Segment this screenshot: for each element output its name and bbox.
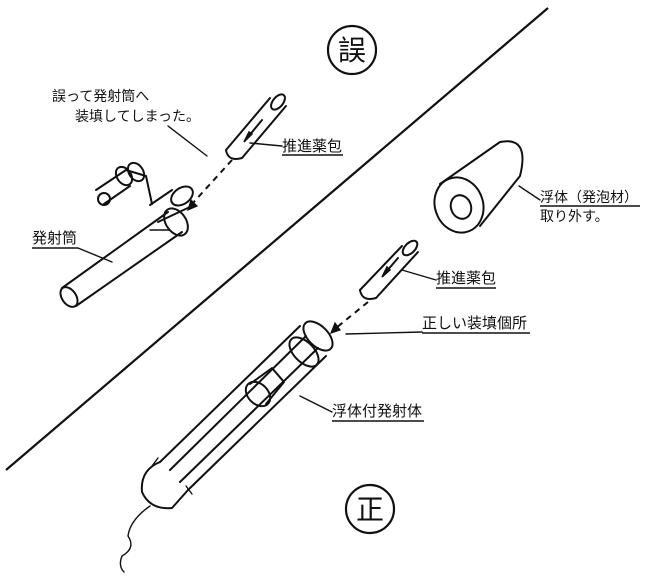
launch-tube-leader bbox=[77, 247, 113, 263]
propellant-top-leader bbox=[249, 142, 283, 147]
float-leader bbox=[518, 185, 541, 201]
wrong-insertion-dashed-path bbox=[191, 159, 233, 205]
launch-tube bbox=[59, 161, 194, 308]
correct-badge-text: 正 bbox=[356, 493, 384, 526]
wrong-badge-text: 誤 bbox=[338, 34, 366, 67]
float-projectile bbox=[119, 320, 334, 573]
float-projectile-leader bbox=[299, 395, 333, 413]
propellant-bottom-leader bbox=[401, 269, 437, 281]
propellant-top-label: 推進薬包 bbox=[282, 137, 342, 155]
propellant-bottom-label: 推進薬包 bbox=[436, 269, 496, 287]
correct-position-leader bbox=[345, 331, 423, 335]
correct-position-label: 正しい装填個所 bbox=[422, 314, 527, 332]
mistake-text-line1: 誤って発射筒へ bbox=[52, 88, 149, 105]
launch-tube-label: 発射筒 bbox=[32, 229, 77, 247]
correct-badge: 正 bbox=[344, 483, 396, 535]
propellant-cartridge-top bbox=[225, 93, 287, 160]
float-foam bbox=[433, 140, 524, 234]
mistake-leader-line bbox=[167, 125, 208, 157]
float-projectile-label: 浮体付発射体 bbox=[332, 402, 422, 420]
float-label-line1: 浮体（発泡材） bbox=[540, 190, 638, 206]
wrong-badge: 誤 bbox=[326, 24, 378, 76]
divider-line bbox=[5, 7, 549, 471]
float-label-line2: 取り外す。 bbox=[540, 209, 609, 225]
mistake-text-line2: 装填してしまった。 bbox=[75, 109, 200, 125]
propellant-cartridge-bottom bbox=[359, 239, 419, 300]
correct-insertion-dashed-path bbox=[335, 301, 369, 329]
